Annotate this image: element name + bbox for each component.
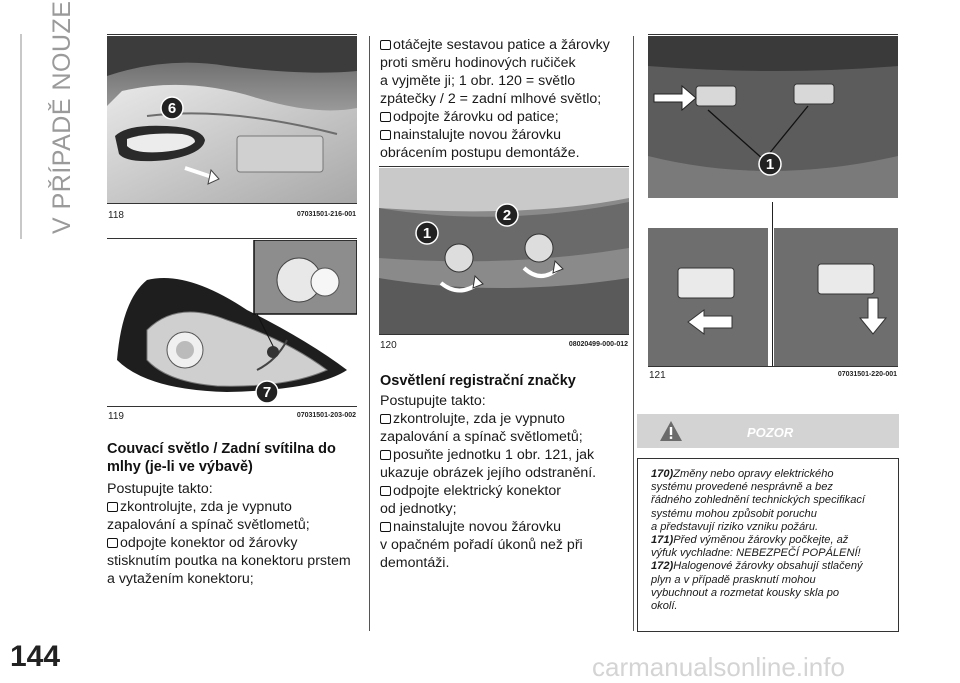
column-divider-2 [633, 36, 634, 631]
bullet-icon [380, 130, 391, 140]
figure-120-callout-1: 1 [423, 225, 431, 242]
figure-120-code: 08020499-000-012 [568, 341, 628, 348]
figure-120-top-rule [379, 166, 629, 167]
watermark: carmanualsonline.info [592, 652, 845, 682]
figure-121-callout-1: 1 [766, 156, 774, 173]
figure-119-callout-7: 7 [263, 384, 271, 401]
bullet-icon [380, 522, 391, 532]
plate-light-heading: Osvětlení registrační značky [380, 373, 576, 389]
warning-header: POZOR [637, 414, 899, 448]
figure-118-callout-6: 6 [168, 100, 176, 117]
figure-118-image: 6 [107, 36, 357, 203]
figure-121-top-rule [648, 34, 898, 35]
warning-text: 170)Změny nebo opravy elektrického systé… [651, 468, 865, 613]
figure-120-callout-2: 2 [503, 207, 511, 224]
figure-120-image: 1 2 [379, 168, 629, 334]
figure-120-bottom-rule [379, 334, 629, 335]
figure-121-image: 1 [648, 36, 898, 366]
plate-light-steps: Postupujte takto: zkontrolujte, zda je v… [380, 392, 630, 572]
bullet-icon [107, 502, 118, 512]
figure-118-code: 07031501-216-001 [296, 211, 356, 218]
warning-box: 170)Změny nebo opravy elektrického systé… [637, 458, 899, 632]
bullet-icon [107, 538, 118, 548]
figure-121-number: 121 [649, 370, 666, 381]
reverse-light-steps: Postupujte takto: zkontrolujte, zda je v… [107, 480, 369, 588]
bullet-icon [380, 40, 391, 50]
page-number: 144 [10, 640, 61, 673]
figure-118-top-rule [107, 34, 357, 35]
figure-121-inner-divider [772, 202, 773, 366]
figure-119-top-rule [107, 238, 357, 239]
figure-119-bottom-rule [107, 406, 357, 407]
reverse-light-steps-continued: otáčejte sestavou patice a žárovky proti… [380, 37, 610, 161]
figure-119-code: 07031501-203-002 [296, 412, 356, 419]
warning-title: POZOR [747, 425, 794, 440]
plate-intro: Postupujte takto: [380, 393, 486, 409]
figure-119-number: 119 [108, 411, 124, 422]
figure-118-number: 118 [108, 210, 124, 221]
figure-119-image: 7 [107, 240, 357, 406]
bullet-icon [380, 112, 391, 122]
reverse-light-heading: Couvací světlo / Zadní svítilna do mlhy … [107, 441, 336, 475]
figure-120-number: 120 [380, 340, 397, 351]
bullet-icon [380, 414, 391, 424]
figure-121-bottom-rule [648, 366, 898, 367]
bullet-icon [380, 486, 391, 496]
section-title-rule [20, 34, 22, 239]
figure-121-code: 07031501-220-001 [837, 371, 897, 378]
figure-118-bottom-rule [107, 203, 357, 204]
reverse-intro: Postupujte takto: [107, 481, 213, 497]
bullet-icon [380, 450, 391, 460]
warning-triangle-icon [659, 420, 683, 447]
column-divider-1 [369, 36, 370, 631]
